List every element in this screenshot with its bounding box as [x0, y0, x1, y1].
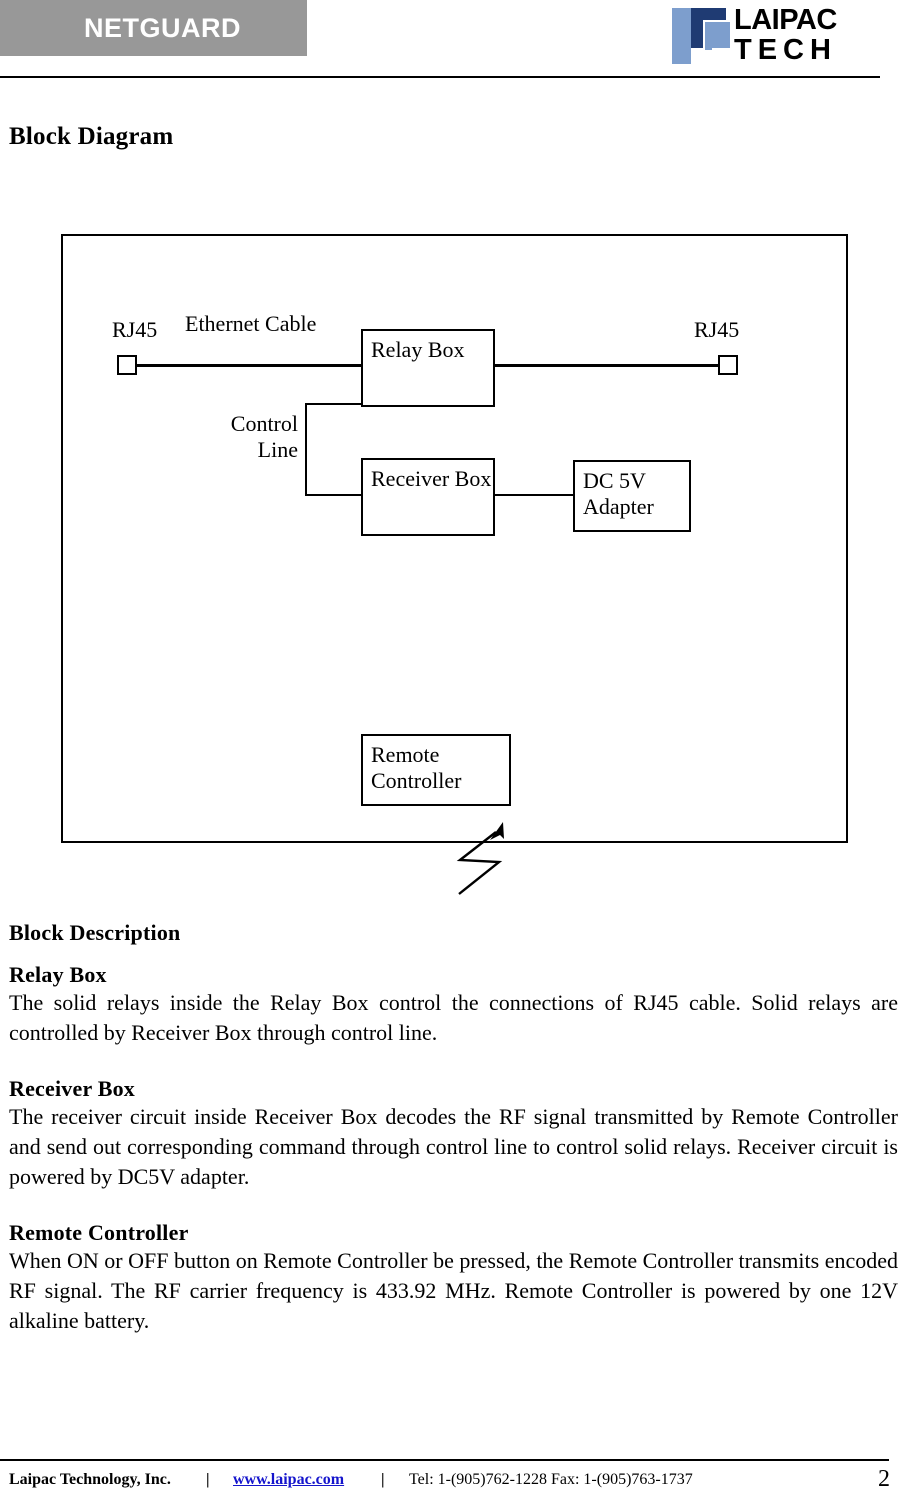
remote-controller-paragraph: When ON or OFF button on Remote Controll… [9, 1248, 899, 1333]
remote-controller-box[interactable]: Remote Controller [361, 734, 511, 806]
laipac-tech-logo: LAIPAC TECH [672, 4, 864, 68]
control-line-bottom-segment [305, 494, 363, 496]
block-description-section: Block Description Relay Box The solid re… [9, 920, 898, 1336]
control-line-top-segment [305, 403, 363, 405]
receiver-box-heading: Receiver Box [9, 1076, 135, 1101]
remote-controller-heading: Remote Controller [9, 1220, 189, 1245]
control-line-vertical-segment [305, 403, 307, 496]
header-divider [0, 76, 880, 78]
laipac-logo-mark-icon [672, 8, 730, 64]
receiver-box-paragraph: The receiver circuit inside Receiver Box… [9, 1104, 898, 1189]
brand-name: NETGUARD [84, 13, 241, 43]
ethernet-cable-right-segment [495, 364, 719, 367]
power-line-segment [493, 494, 573, 496]
logo-text-tech: TECH [734, 34, 837, 66]
receiver-box[interactable]: Receiver Box [361, 458, 495, 536]
logo-text-laipac: LAIPAC [734, 4, 837, 36]
footer-company-name: Laipac Technology, Inc. [9, 1471, 171, 1488]
relay-box-paragraph: The solid relays inside the Relay Box co… [9, 990, 898, 1045]
control-line-label: Control Line [230, 411, 298, 462]
footer-separator-2: | [381, 1471, 385, 1488]
page-title: Block Diagram [9, 123, 174, 150]
dc5v-adapter-box[interactable]: DC 5V Adapter [573, 460, 691, 532]
rj45-right-label: RJ45 [694, 317, 740, 342]
relay-box[interactable]: Relay Box [361, 329, 495, 407]
rj45-port-left[interactable] [117, 355, 137, 375]
ethernet-cable-left-segment [137, 364, 361, 367]
block-diagram-frame: RJ45 RJ45 Ethernet Cable Control Line Re… [61, 234, 848, 895]
footer-separator-1: | [206, 1471, 210, 1488]
page-footer: Laipac Technology, Inc. | www.laipac.com… [9, 1466, 898, 1496]
footer-website-link[interactable]: www.laipac.com [233, 1471, 345, 1488]
laipac-logo-wordmark: LAIPAC TECH [734, 4, 864, 66]
footer-contact-info: Tel: 1-(905)762-1228 Fax: 1-(905)763-173… [409, 1471, 693, 1488]
netguard-header-band: NETGUARD [0, 0, 307, 56]
footer-divider [0, 1459, 889, 1461]
footer-page-number: 2 [878, 1466, 890, 1492]
relay-box-heading: Relay Box [9, 962, 107, 987]
ethernet-cable-label: Ethernet Cable [185, 311, 317, 336]
rf-zigzag-arrow-icon [456, 822, 504, 895]
rj45-left-label: RJ45 [112, 317, 158, 342]
block-description-title: Block Description [9, 920, 181, 945]
rj45-port-right[interactable] [718, 355, 738, 375]
